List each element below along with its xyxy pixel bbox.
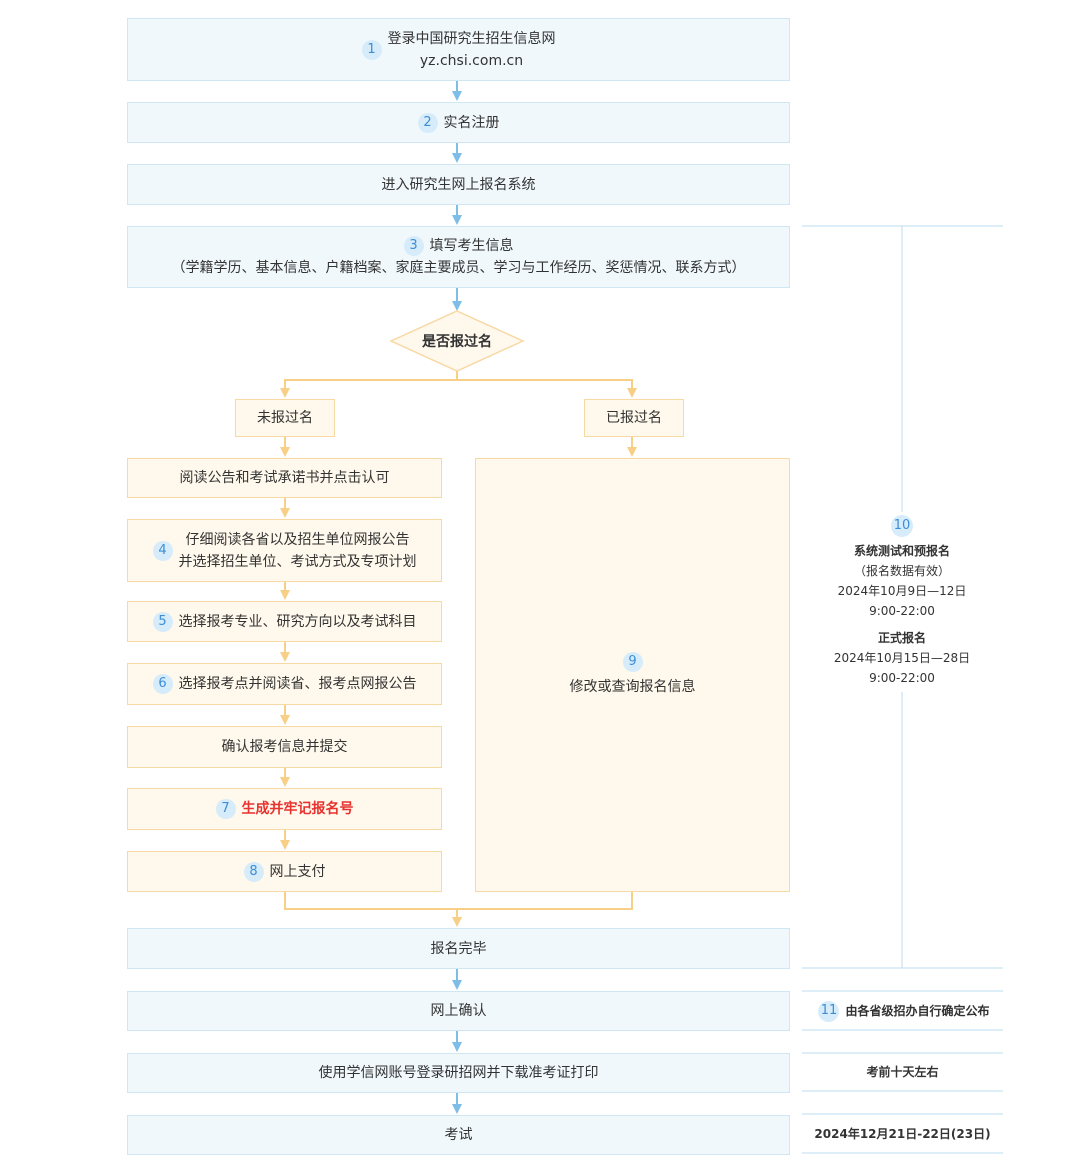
online-confirm-note: 由各省级招办自行确定公布 xyxy=(845,1004,990,1018)
step-number-badge: 11 xyxy=(818,1000,840,1022)
step-label: 确认报考信息并提交 xyxy=(221,739,348,755)
step-select-unit: 4 仔细阅读各省以及招生单位网报公告 并选择招生单位、考试方式及专项计划 xyxy=(127,519,442,582)
step-select-exam-site: 6 选择报考点并阅读省、报考点网报公告 xyxy=(127,663,442,705)
decision-registered-before: 是否报过名 xyxy=(422,334,492,350)
step-number-badge: 2 xyxy=(417,112,438,133)
step-label: 填写考生信息 xyxy=(429,238,514,254)
formal-registration-title: 正式报名 xyxy=(877,631,926,645)
step-label: 考试 xyxy=(444,1127,473,1143)
pre-registration-title: 系统测试和预报名 xyxy=(853,544,950,558)
branch-not-registered: 未报过名 xyxy=(235,399,335,437)
step-online-confirm: 网上确认 xyxy=(127,991,790,1031)
step-generate-number: 7 生成并牢记报名号 xyxy=(127,788,442,830)
step-label: 登录中国研究生招生信息网 xyxy=(387,30,556,47)
step-number-badge: 5 xyxy=(152,611,173,632)
branch-label: 未报过名 xyxy=(257,410,313,426)
step-read-notice: 阅读公告和考试承诺书并点击认可 xyxy=(127,458,442,498)
formal-registration-time: 9:00-22:00 xyxy=(869,671,935,685)
step-number-badge: 9 xyxy=(622,652,643,672)
formal-registration-dates: 2024年10月15日—28日 xyxy=(833,651,971,665)
step-label: 实名注册 xyxy=(443,114,500,131)
step-label: 阅读公告和考试承诺书并点击认可 xyxy=(179,470,390,486)
pre-registration-note: （报名数据有效） xyxy=(853,564,950,578)
pre-registration-time: 9:00-22:00 xyxy=(869,604,935,618)
step-label: 网上支付 xyxy=(269,863,326,880)
step-url: yz.chsi.com.cn xyxy=(419,52,524,69)
step-label: 选择报考专业、研究方向以及考试科目 xyxy=(178,613,417,630)
step-label: 进入研究生网上报名系统 xyxy=(381,176,536,193)
step-detail: （学籍学历、基本信息、户籍档案、家庭主要成员、学习与工作经历、奖惩情况、联系方式… xyxy=(171,260,746,276)
step-detail: 并选择招生单位、考试方式及专项计划 xyxy=(178,553,417,570)
side-exam-date: 2024年12月21日-22日(23日) xyxy=(814,1127,991,1141)
step-real-name-register: 2 实名注册 xyxy=(127,102,790,143)
pre-registration-dates: 2024年10月9日—12日 xyxy=(837,584,967,598)
step-print-admission-ticket: 使用学信网账号登录研招网并下载准考证打印 xyxy=(127,1053,790,1093)
step-fill-info: 3 填写考生信息 （学籍学历、基本信息、户籍档案、家庭主要成员、学习与工作经历、… xyxy=(127,226,790,288)
step-number-badge: 8 xyxy=(243,861,264,882)
step-number-badge: 7 xyxy=(215,799,236,819)
step-label-highlight: 生成并牢记报名号 xyxy=(241,801,354,817)
side-online-confirm-note: 11 由各省级招办自行确定公布 xyxy=(806,1000,1002,1022)
step-registration-complete: 报名完毕 xyxy=(127,928,790,969)
step-select-major: 5 选择报考专业、研究方向以及考试科目 xyxy=(127,601,442,642)
step-exam: 考试 xyxy=(127,1115,790,1155)
step-label: 报名完毕 xyxy=(430,940,487,957)
step-enter-system: 进入研究生网上报名系统 xyxy=(127,164,790,205)
step-label: 仔细阅读各省以及招生单位网报公告 xyxy=(185,531,410,548)
step-confirm-submit: 确认报考信息并提交 xyxy=(127,726,442,768)
step-label: 修改或查询报名信息 xyxy=(569,679,696,695)
step-number-badge: 4 xyxy=(152,540,173,561)
step-label: 使用学信网账号登录研招网并下载准考证打印 xyxy=(318,1065,599,1081)
side-print-time: 考前十天左右 xyxy=(866,1065,939,1079)
step-login-yz: 1 登录中国研究生招生信息网 yz.chsi.com.cn xyxy=(127,18,790,81)
step-number-badge: 3 xyxy=(403,236,424,256)
step-number-badge: 10 xyxy=(891,515,913,537)
branch-registered: 已报过名 xyxy=(584,399,684,437)
step-online-payment: 8 网上支付 xyxy=(127,851,442,892)
step-number-badge: 1 xyxy=(361,39,382,60)
step-label: 选择报考点并阅读省、报考点网报公告 xyxy=(178,676,417,692)
side-registration-period: 10 系统测试和预报名 （报名数据有效） 2024年10月9日—12日 9:00… xyxy=(826,515,978,688)
step-number-badge: 6 xyxy=(152,674,173,694)
step-label: 网上确认 xyxy=(430,1003,487,1019)
step-modify-query: 9 修改或查询报名信息 xyxy=(475,458,790,892)
branch-label: 已报过名 xyxy=(606,410,662,426)
